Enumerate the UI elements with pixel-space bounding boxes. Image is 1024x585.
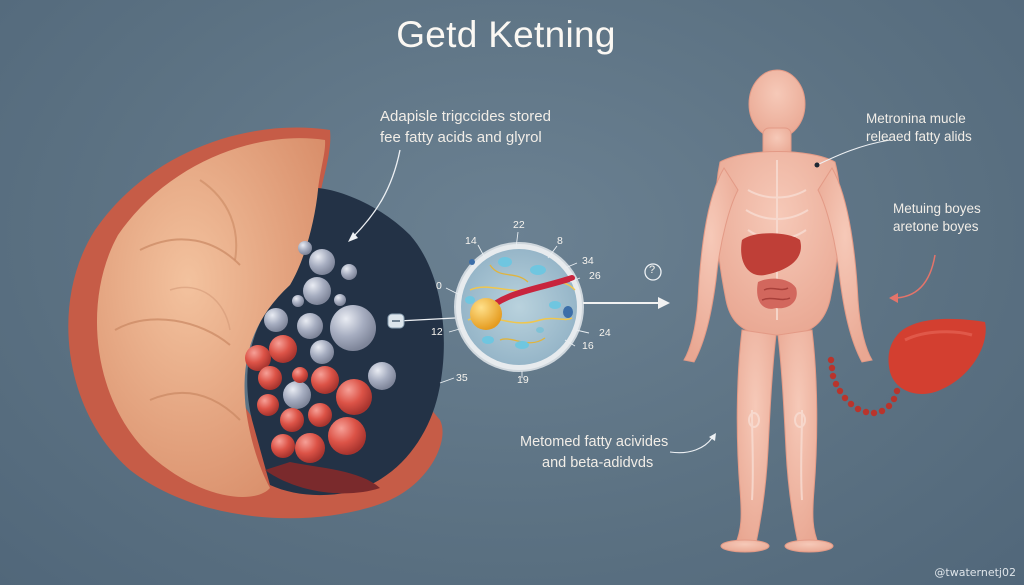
cell-number-16: 16 [582, 340, 594, 352]
page-title: Getd Ketning [396, 14, 616, 55]
metabolized-label-line2: and beta-adidvds [542, 455, 654, 471]
lipid-droplet [303, 277, 331, 305]
cell-leader-lines [439, 231, 590, 384]
adipose-cavity-bottom [265, 462, 380, 494]
watermark: @twaternetj02 [934, 566, 1016, 579]
cell-number-14: 14 [465, 235, 477, 247]
adipose-label-line2: fee fatty acids and glyrol [380, 129, 542, 146]
red-fat-cell [292, 367, 308, 383]
lipid-droplet [298, 241, 312, 255]
flow-arrow-head [658, 297, 670, 309]
adipose-label-line1: Adapisle trigccides stored [380, 108, 551, 125]
lipid-droplet [310, 340, 334, 364]
lipid-droplet [341, 264, 357, 280]
muscle-label-line1: Metronina mucle [866, 111, 966, 126]
lipid-droplet [334, 294, 346, 306]
liver-organ [888, 318, 986, 394]
red-fat-cell [245, 345, 271, 371]
muscle-label: Metronina mucle releaed fatty alids [866, 110, 972, 146]
lipid-droplet [292, 295, 304, 307]
cell-number-26: 26 [589, 270, 601, 282]
metabolized-label-line1: Metomed fatty acivides [520, 434, 669, 450]
ketone-pointer [892, 254, 936, 299]
fatty-acid-chain [827, 356, 901, 417]
ketone-label-line2: aretone boyes [893, 219, 979, 234]
muscle-label-pointer [816, 139, 891, 166]
red-fat-cell [295, 433, 325, 463]
cell-number-12: 12 [431, 326, 443, 338]
ketone-label: Metuing boyes aretone boyes [893, 200, 981, 236]
body-intestines [757, 278, 797, 309]
red-fat-cell [258, 366, 282, 390]
cell-number-22: 22 [513, 219, 525, 231]
cell-number-24: 24 [599, 327, 611, 339]
lipid-droplet [264, 308, 288, 332]
lipid-droplet [309, 249, 335, 275]
red-fat-cell [269, 335, 297, 363]
ketone-label-line1: Metuing boyes [893, 201, 981, 216]
cell-number-0: 0 [436, 280, 442, 292]
red-fat-cell [311, 366, 339, 394]
lipid-droplet [283, 381, 311, 409]
adipose-tissue [68, 127, 444, 519]
red-fat-cell [271, 434, 295, 458]
muscle-label-line2: releaed fatty alids [866, 129, 972, 144]
red-fat-cell [257, 394, 279, 416]
metabolized-pointer [669, 437, 713, 454]
metabolized-label: Metomed fatty acivides and beta-adidvds [520, 432, 668, 474]
skeleton-hints [745, 160, 809, 501]
lipid-droplet [297, 313, 323, 339]
adipose-cell-connector [397, 317, 456, 322]
cell-nucleus [470, 298, 502, 330]
lipid-droplet [368, 362, 396, 390]
adipose-fat-lobes [96, 138, 326, 498]
red-fat-cell [328, 417, 366, 455]
cell-number-34: 34 [582, 255, 594, 267]
cell-number-19: 19 [517, 374, 529, 386]
question-marker [644, 263, 662, 281]
cell-number-35: 35 [456, 372, 468, 384]
cell-number-8: 8 [557, 235, 563, 247]
adipose-label-pointer [351, 149, 401, 239]
adipose-label: Adapisle trigccides stored fee fatty aci… [380, 106, 551, 148]
red-fat-cell [308, 403, 332, 427]
body-liver [741, 233, 801, 276]
red-fat-cell [280, 408, 304, 432]
question-marker-text: ? [649, 264, 656, 276]
lipid-droplet [330, 305, 376, 351]
red-fat-cell [336, 379, 372, 415]
cell-diagram [454, 242, 584, 372]
